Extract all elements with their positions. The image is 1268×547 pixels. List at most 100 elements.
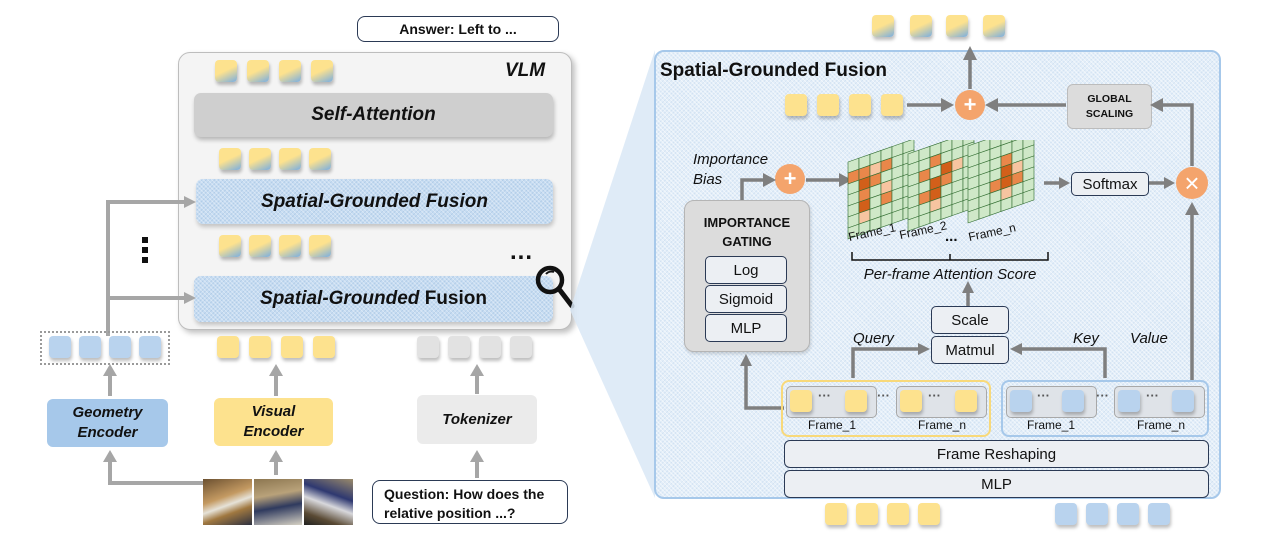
fusion-block-2-rest: Fusion <box>419 288 487 309</box>
fused-token <box>249 235 271 257</box>
heatmap-frame-2 <box>907 140 975 232</box>
kv-dots: ··· <box>1037 388 1050 403</box>
geometry-injection-arrows <box>106 196 196 336</box>
fused-token <box>247 60 269 82</box>
fused-output-token <box>946 15 968 37</box>
residual-visual-token <box>817 94 839 116</box>
self-attention-block[interactable]: Self-Attention <box>194 93 553 137</box>
query-token <box>790 390 812 412</box>
vlm-label: VLM <box>505 60 546 81</box>
visual-token <box>313 336 335 358</box>
spatial-grounded-fusion-block-1[interactable]: Spatial-Grounded Fusion <box>196 179 553 224</box>
query-frame-1-label: Frame_1 <box>808 418 857 432</box>
fused-token <box>309 235 331 257</box>
kv-frame-n-label: Frame_n <box>1137 418 1186 432</box>
importance-bias-label: Importance Bias <box>693 150 768 190</box>
geometry-encoder-line1: Geometry <box>72 404 143 421</box>
geometry-encoder-block[interactable]: Geometry Encoder <box>47 399 168 447</box>
input-visual-token <box>856 503 878 525</box>
value-label: Value <box>1130 330 1168 347</box>
input-geometry-token <box>1148 503 1170 525</box>
key-value-frame-group <box>1001 380 1209 437</box>
residual-add-operator: + <box>955 90 985 120</box>
fused-token <box>279 235 301 257</box>
geometry-token <box>49 336 71 358</box>
importance-gating-line1: IMPORTANCE <box>703 215 791 230</box>
fused-token <box>311 60 333 82</box>
text-token <box>479 336 501 358</box>
input-mlp-block[interactable]: MLP <box>784 470 1209 498</box>
kv-token <box>1010 390 1032 412</box>
answer-text: Answer: Left to ... <box>399 21 517 37</box>
fused-token <box>279 148 301 170</box>
text-token <box>417 336 439 358</box>
importance-gating-title: IMPORTANCE GATING <box>685 213 809 251</box>
softmax-block[interactable]: Softmax <box>1071 172 1149 196</box>
input-visual-token <box>887 503 909 525</box>
scale-block[interactable]: Scale <box>931 306 1009 334</box>
times-icon: × <box>1184 167 1200 198</box>
input-image-living-room[interactable] <box>253 479 303 525</box>
input-visual-token <box>918 503 940 525</box>
multiply-operator: × <box>1176 167 1208 199</box>
geometry-token <box>79 336 101 358</box>
magnifier-icon[interactable] <box>532 262 580 312</box>
kv-token <box>1172 390 1194 412</box>
kv-token <box>1118 390 1140 412</box>
heatmap-frame-1 <box>847 140 915 240</box>
geometry-token-group <box>40 331 170 365</box>
kv-dots: ··· <box>1146 388 1159 403</box>
visual-token <box>217 336 239 358</box>
query-token <box>955 390 977 412</box>
question-box: Question: How does the relative position… <box>372 480 568 524</box>
key-label: Key <box>1073 330 1099 347</box>
visual-encoder-line1: Visual <box>251 403 296 420</box>
answer-box: Answer: Left to ... <box>357 16 559 42</box>
visual-encoder-block[interactable]: Visual Encoder <box>214 398 333 446</box>
geometry-encoder-line2: Encoder <box>77 424 138 441</box>
plus-icon: + <box>963 92 977 117</box>
input-image-kitchen[interactable] <box>203 479 252 525</box>
residual-visual-token <box>849 94 871 116</box>
input-geometry-token <box>1055 503 1077 525</box>
geometry-token <box>109 336 131 358</box>
input-geometry-token <box>1117 503 1139 525</box>
heatmap-cell <box>1022 188 1035 205</box>
fused-output-token <box>910 15 932 37</box>
question-line1: Question: How does the <box>384 486 545 502</box>
kv-token <box>1062 390 1084 412</box>
query-label: Query <box>853 330 894 347</box>
tokenizer-label: Tokenizer <box>442 411 512 428</box>
spatial-grounded-fusion-block-2[interactable]: Spatial-Grounded Fusion <box>194 276 553 322</box>
heatmap-ellipsis: ... <box>945 228 958 245</box>
fusion-block-2-italic: Spatial-Grounded <box>260 288 420 309</box>
importance-gating-line2: GATING <box>722 234 772 249</box>
tokenizer-block[interactable]: Tokenizer <box>417 395 537 444</box>
input-image-bedroom[interactable] <box>304 479 354 525</box>
zoom-cone <box>570 50 655 498</box>
global-scaling-line2: SCALING <box>1085 107 1134 120</box>
global-scaling-line1: GLOBAL <box>1087 92 1132 105</box>
query-dots: ··· <box>928 388 941 403</box>
visual-encoder-line2: Encoder <box>243 423 304 440</box>
question-line2: relative position ...? <box>384 505 516 521</box>
fusion-block-1-label: Spatial-Grounded Fusion <box>261 190 488 212</box>
query-dots: ··· <box>818 388 831 403</box>
fusion-flow-arrows <box>740 46 1199 410</box>
residual-visual-token <box>785 94 807 116</box>
fused-token <box>215 60 237 82</box>
kv-frame-1-label: Frame_1 <box>1027 418 1076 432</box>
global-scaling-block[interactable]: GLOBAL SCALING <box>1067 84 1152 129</box>
importance-bias-line2: Bias <box>693 171 723 188</box>
gating-log-layer[interactable]: Log <box>705 256 787 284</box>
matmul-block[interactable]: Matmul <box>931 336 1009 364</box>
frame-reshaping-block[interactable]: Frame Reshaping <box>784 440 1209 468</box>
gating-mlp-layer[interactable]: MLP <box>705 314 787 342</box>
query-dots: ··· <box>877 388 890 403</box>
visual-token <box>281 336 303 358</box>
query-token <box>845 390 867 412</box>
text-token <box>510 336 532 358</box>
gating-sigmoid-layer[interactable]: Sigmoid <box>705 285 787 313</box>
attention-heatmaps <box>847 140 1035 240</box>
fused-token <box>249 148 271 170</box>
